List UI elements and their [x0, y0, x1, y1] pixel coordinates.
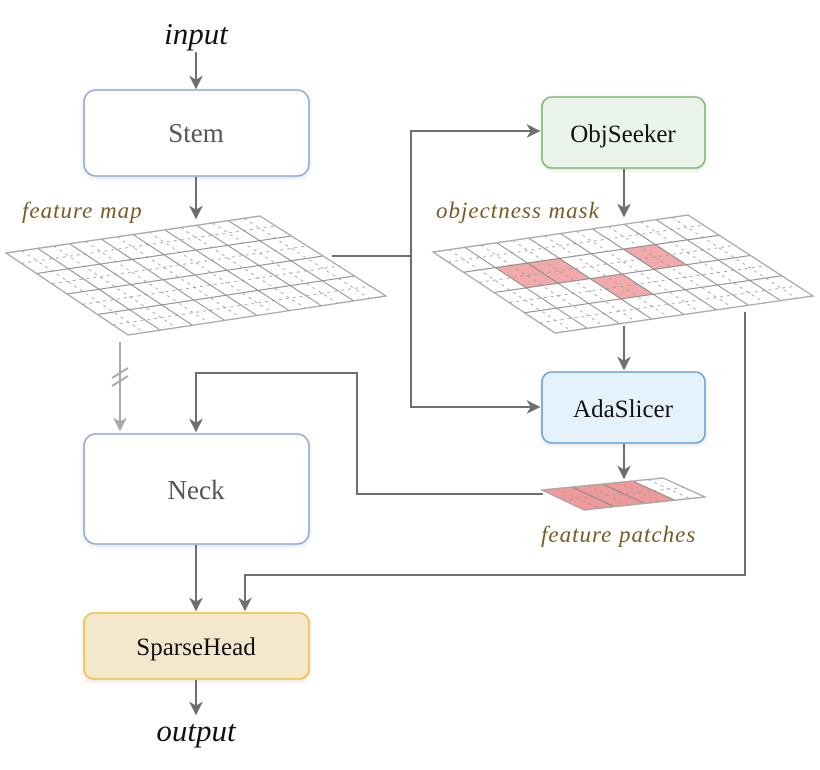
grid-col-line [69, 243, 193, 326]
grid-col-line [655, 219, 782, 302]
grid-row-line [112, 285, 371, 326]
neck-box [83, 433, 310, 545]
skip-break-mark-1 [111, 367, 129, 379]
grid-row-line [478, 244, 735, 283]
sparsehead-box [83, 612, 310, 680]
output-label: output [156, 713, 237, 748]
grid-row-line [82, 265, 339, 305]
grid-col-line [560, 233, 685, 315]
stem-box [83, 89, 310, 177]
grid-row-line [51, 245, 308, 285]
grid-col-line [632, 480, 675, 501]
objectness-mask-label: objectness mask [436, 198, 600, 223]
feature-map-label: feature map [22, 198, 143, 223]
stem-label: Stem [168, 118, 224, 148]
grid-col-line [528, 237, 653, 320]
grid-col-line [132, 234, 258, 316]
grid-col-line [647, 479, 691, 499]
node-adaslicer: AdaSlicer [541, 371, 706, 444]
grid-col-line [164, 229, 290, 312]
edge-mask-sparsehead [238, 312, 746, 612]
node-neck: Neck [83, 433, 310, 545]
grid-col-line [602, 483, 645, 504]
edge-featuremap-objseeker [332, 124, 541, 257]
skip-break-mark-2 [111, 375, 129, 387]
feature-map-grid [4, 215, 388, 336]
adaslicer-label: AdaSlicer [573, 396, 674, 423]
highlighted-cell [527, 258, 591, 284]
sparsehead-label: SparseHead [136, 634, 256, 661]
objseeker-box [541, 96, 706, 169]
grid-col-line [572, 486, 615, 508]
edge-patches-neck [189, 372, 543, 495]
grid-col-line [100, 238, 226, 321]
feature-patches-grid [539, 477, 708, 511]
grid-row-line [509, 265, 767, 304]
grid-col-line [592, 228, 717, 311]
edge-featuremap-adaslicer [410, 256, 541, 414]
adaslicer-box [541, 371, 706, 444]
grid-col-line [37, 247, 161, 331]
grid-col-line [556, 488, 600, 509]
grid-col-line [617, 482, 660, 503]
objseeker-label: ObjSeeker [570, 121, 676, 148]
grid-row-line [448, 224, 704, 263]
highlighted-cell [495, 263, 559, 288]
grid-row-line [539, 285, 798, 324]
grid-col-line [587, 485, 630, 506]
grid-col-line [196, 224, 322, 307]
grid-col-line [227, 220, 355, 302]
grid-outline [539, 477, 708, 511]
grid-col-line [623, 223, 749, 306]
objectness-mask-grid [431, 214, 815, 334]
edges [111, 52, 746, 716]
grid-outline [431, 214, 815, 334]
feature-patches-label: feature patches [541, 522, 696, 547]
node-objseeker: ObjSeeker [541, 96, 706, 169]
node-stem: Stem [83, 89, 310, 177]
node-sparsehead: SparseHead [83, 612, 310, 680]
neck-label: Neck [168, 475, 225, 505]
grid-outline [4, 215, 388, 336]
grid-col-line [496, 242, 620, 325]
grid-col-line [464, 246, 588, 329]
input-label: input [164, 16, 229, 51]
